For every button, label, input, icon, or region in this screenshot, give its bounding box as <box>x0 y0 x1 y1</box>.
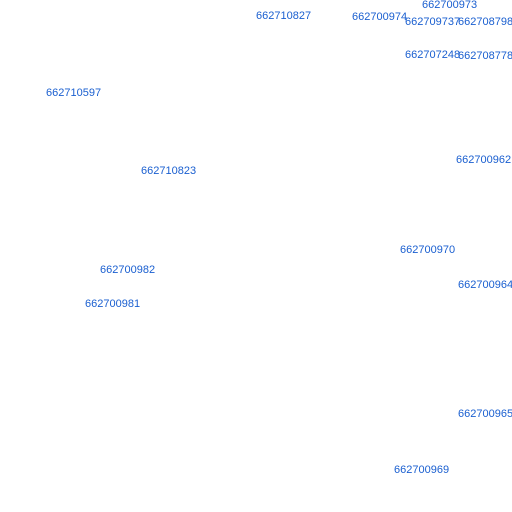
parcel-label[interactable]: 662700981 <box>85 298 141 310</box>
parcel-label[interactable]: 662710823 <box>141 165 197 177</box>
parcel-label[interactable]: 662708798 <box>458 16 512 28</box>
parcel-label[interactable]: 662700964 <box>458 279 512 291</box>
parcel-label[interactable]: 662700974 <box>352 11 408 23</box>
parcel-label[interactable]: 662700982 <box>100 264 156 276</box>
parcel-label[interactable]: 662710597 <box>46 87 102 99</box>
parcel-label[interactable]: 662700970 <box>400 244 456 256</box>
parcel-label[interactable]: 662710827 <box>256 10 312 22</box>
parcel-label[interactable]: 662700969 <box>394 464 450 476</box>
parcel-label[interactable]: 662700965 <box>458 408 512 420</box>
parcel-label[interactable]: 662709737 <box>405 16 461 28</box>
parcel-label[interactable]: 662700973 <box>422 0 478 11</box>
parcel-label[interactable]: 662707248 <box>405 49 461 61</box>
parcel-label[interactable]: 662708778 <box>458 50 512 62</box>
parcel-label[interactable]: 662700962 <box>456 154 512 166</box>
